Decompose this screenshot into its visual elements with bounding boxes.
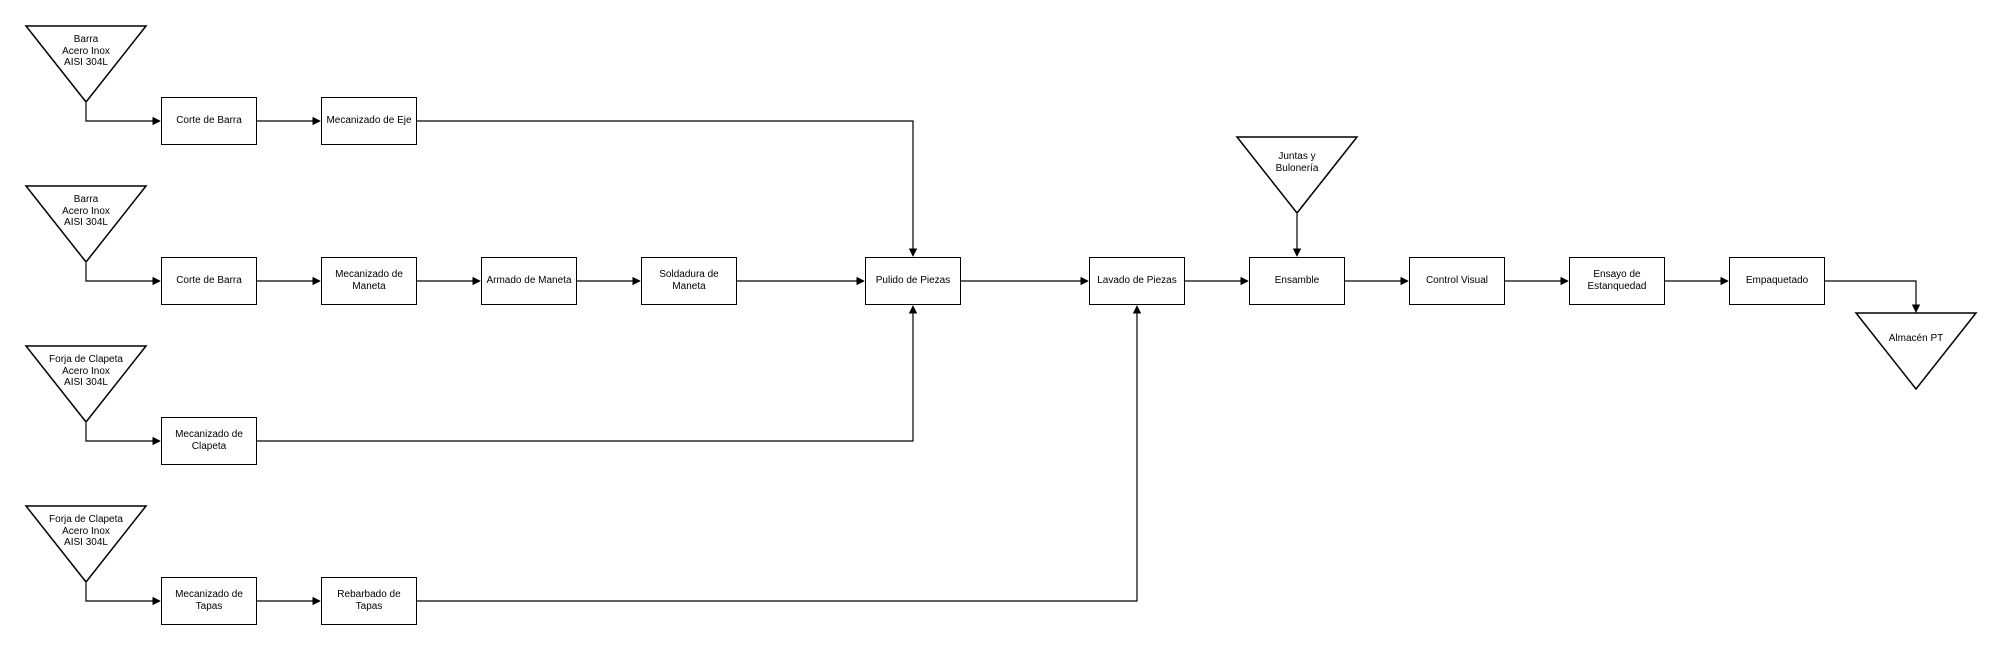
sink-label-almacen: Almacén PT: [1888, 333, 1944, 344]
inventory-triangle-forja-1: [24, 345, 148, 424]
connector-forja1-clapeta: [85, 423, 161, 446]
connector-empaquetado-almacen: [1825, 280, 1921, 313]
process-mecanizado-tapas: Mecanizado de Tapas: [161, 577, 257, 625]
source-label-forja-2: Forja de Clapeta Acero Inox AISI 304L: [49, 514, 123, 548]
process-armado-maneta: Armado de Maneta: [481, 257, 577, 305]
process-soldadura-maneta: Soldadura de Maneta: [641, 257, 737, 305]
source-label-barra-1: Barra Acero Inox AISI 304L: [62, 34, 110, 68]
source-label-forja-1: Forja de Clapeta Acero Inox AISI 304L: [49, 354, 123, 388]
inventory-triangle-juntas: [1235, 136, 1359, 215]
process-ensamble: Ensamble: [1249, 257, 1345, 305]
connector-rebarbado-lavado: [417, 305, 1142, 602]
process-rebarbado-tapas: Rebarbado de Tapas: [321, 577, 417, 625]
process-empaquetado: Empaquetado: [1729, 257, 1825, 305]
process-pulido-piezas: Pulido de Piezas: [865, 257, 961, 305]
process-mecanizado-clapeta: Mecanizado de Clapeta: [161, 417, 257, 465]
source-label-barra-2: Barra Acero Inox AISI 304L: [62, 194, 110, 228]
inventory-triangle-barra-1: [24, 25, 148, 104]
inventory-triangle-almacen: [1854, 312, 1978, 391]
inventory-triangle-barra-2: [24, 185, 148, 264]
process-mecanizado-eje: Mecanizado de Eje: [321, 97, 417, 145]
connector-forja2-tapas: [85, 583, 161, 606]
process-mecanizado-maneta: Mecanizado de Maneta: [321, 257, 417, 305]
source-label-juntas: Juntas y Bulonería: [1275, 151, 1319, 174]
process-control-visual: Control Visual: [1409, 257, 1505, 305]
connector-barra1-corte: [85, 103, 161, 126]
connector-barra2-corte: [85, 263, 161, 286]
connector-eje-pulido: [417, 120, 918, 257]
process-lavado-piezas: Lavado de Piezas: [1089, 257, 1185, 305]
process-ensayo-estanquedad: Ensayo de Estanquedad: [1569, 257, 1665, 305]
process-corte-barra-2: Corte de Barra: [161, 257, 257, 305]
process-corte-barra-1: Corte de Barra: [161, 97, 257, 145]
inventory-triangle-forja-2: [24, 505, 148, 584]
connector-clapeta-pulido: [257, 305, 918, 442]
